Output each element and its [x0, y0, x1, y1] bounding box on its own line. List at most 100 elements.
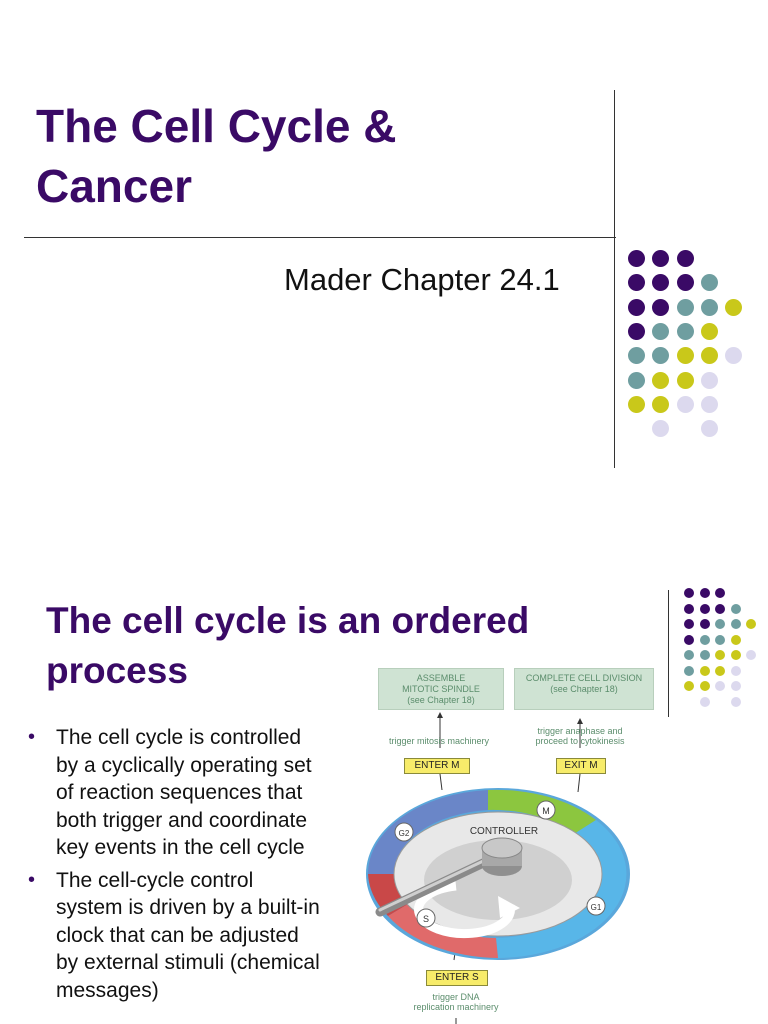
s-label: S	[423, 914, 429, 924]
enter-s-tag: ENTER S	[426, 970, 488, 986]
bullet-text: system is driven by a built-in	[56, 896, 320, 919]
trigger-anaphase-note: trigger anaphase and proceed to cytokine…	[518, 726, 642, 746]
bullet-list: • The cell cycle is controlled by a cycl…	[28, 724, 358, 1009]
decorative-dot	[699, 681, 710, 691]
decorative-dot	[700, 347, 718, 365]
box-text: ASSEMBLE	[416, 673, 466, 683]
cell-cycle-figure: ASSEMBLE MITOTIC SPINDLE (see Chapter 18…	[360, 660, 660, 1024]
decorative-dot	[684, 619, 694, 629]
decorative-dot	[730, 603, 741, 614]
decorative-dot	[676, 371, 694, 389]
decorative-dot	[715, 603, 725, 614]
decorative-dot	[652, 420, 670, 438]
decorative-dot	[730, 665, 741, 676]
rotation-arrow-icon	[414, 881, 515, 939]
decorative-dot	[699, 650, 710, 660]
decorative-dot	[700, 371, 718, 389]
vertical-divider	[668, 590, 669, 717]
decorative-dot	[628, 371, 645, 389]
bullet-text: of reaction sequences that	[56, 781, 303, 804]
decorative-dot	[684, 588, 694, 598]
bullet-text: The cell cycle is controlled	[56, 726, 302, 749]
decorative-dot	[676, 298, 694, 316]
bullet-text: by external stimuli (chemical	[56, 951, 320, 974]
note-text: proceed to cytokinesis	[535, 736, 625, 746]
controller-label: CONTROLLER	[470, 826, 538, 837]
slide-title-line-2: process	[46, 650, 188, 691]
decorative-dot	[676, 322, 694, 340]
box-text: (see Chapter 18)	[550, 684, 618, 694]
bullet-text: clock that can be adjusted	[56, 923, 299, 947]
g2-label: G2	[399, 829, 410, 838]
decorative-dot	[699, 665, 710, 676]
arrow-head	[437, 712, 443, 718]
decorative-dot	[700, 274, 718, 292]
slide-title-line-1: The cell cycle is an ordered	[46, 600, 530, 641]
decorative-dot	[730, 696, 741, 707]
slide-title-line-2: Cancer	[36, 160, 192, 212]
bullet-icon: •	[28, 726, 36, 748]
rotation-arrow-head	[498, 896, 520, 918]
decorative-dot	[652, 395, 670, 413]
decorative-dot	[684, 634, 694, 645]
decorative-dot	[700, 322, 718, 340]
connector	[439, 773, 443, 791]
bullet-icon: •	[28, 868, 36, 891]
exit-m-tag: EXIT M	[556, 758, 606, 774]
decorative-dot	[700, 395, 718, 413]
decorative-dot	[628, 250, 645, 267]
s-phase-badge	[416, 908, 436, 928]
decorative-dot	[746, 650, 756, 660]
decorative-dot	[628, 274, 645, 292]
decorative-dot	[699, 619, 710, 629]
decorative-dot	[676, 274, 694, 292]
decorative-dot	[730, 619, 741, 629]
controller-hand	[375, 851, 503, 917]
g1-phase-badge	[586, 896, 606, 916]
hub-top	[481, 837, 523, 859]
decorative-dot	[730, 681, 741, 691]
decorative-dot	[684, 665, 694, 676]
box-text: (see Chapter 18)	[407, 695, 475, 705]
note-text: trigger anaphase and	[537, 726, 623, 736]
slide-title-line-1: The Cell Cycle &	[36, 100, 397, 152]
decorative-dot	[676, 250, 694, 267]
controller-hand-highlight	[378, 852, 500, 912]
title-slide: The Cell Cycle & Cancer Mader Chapter 24…	[24, 90, 743, 468]
decorative-dot	[730, 650, 741, 660]
decorative-dot	[700, 420, 718, 438]
slide-subtitle: Mader Chapter 24.1	[284, 262, 560, 297]
trigger-mitosis-note: trigger mitosis machinery	[388, 736, 490, 746]
decorative-dot	[684, 603, 694, 614]
decorative-dot	[652, 322, 670, 340]
decorative-dot	[715, 665, 725, 676]
vertical-divider	[614, 90, 615, 468]
platform-recess	[424, 840, 572, 920]
decorative-dot	[628, 347, 645, 365]
box-text: COMPLETE CELL DIVISION	[525, 673, 643, 683]
decorative-dot	[628, 298, 645, 316]
decorative-dot	[652, 250, 670, 267]
arrow-head	[577, 718, 583, 724]
bullet-item: • The cell-cycle control system is drive…	[28, 867, 358, 1005]
trigger-dna-note: trigger DNA replication machinery	[390, 992, 522, 1012]
decorative-dot	[725, 298, 743, 316]
decorative-dot	[628, 395, 645, 413]
bullet-text: The cell-cycle control	[56, 868, 254, 892]
bullet-text: both trigger and coordinate	[56, 808, 308, 832]
connector	[577, 773, 581, 793]
decorative-dot	[676, 395, 694, 413]
decorative-dot	[699, 696, 710, 707]
decorative-dot	[684, 650, 694, 660]
controller-wheel-diagram: M G2 S G1 CONTROLLER	[366, 712, 630, 1024]
decorative-dot	[652, 347, 670, 365]
bullet-text: key events in the cell cycle	[56, 836, 305, 859]
g1-label: G1	[591, 903, 602, 912]
m-phase-badge	[536, 800, 556, 820]
bullet-text: by a cyclically operating set	[56, 753, 312, 777]
note-text: trigger DNA	[432, 992, 480, 1002]
decorative-dot	[684, 681, 694, 691]
title-divider	[24, 237, 616, 238]
decorative-dot	[652, 274, 670, 292]
decorative-dot	[746, 619, 756, 629]
